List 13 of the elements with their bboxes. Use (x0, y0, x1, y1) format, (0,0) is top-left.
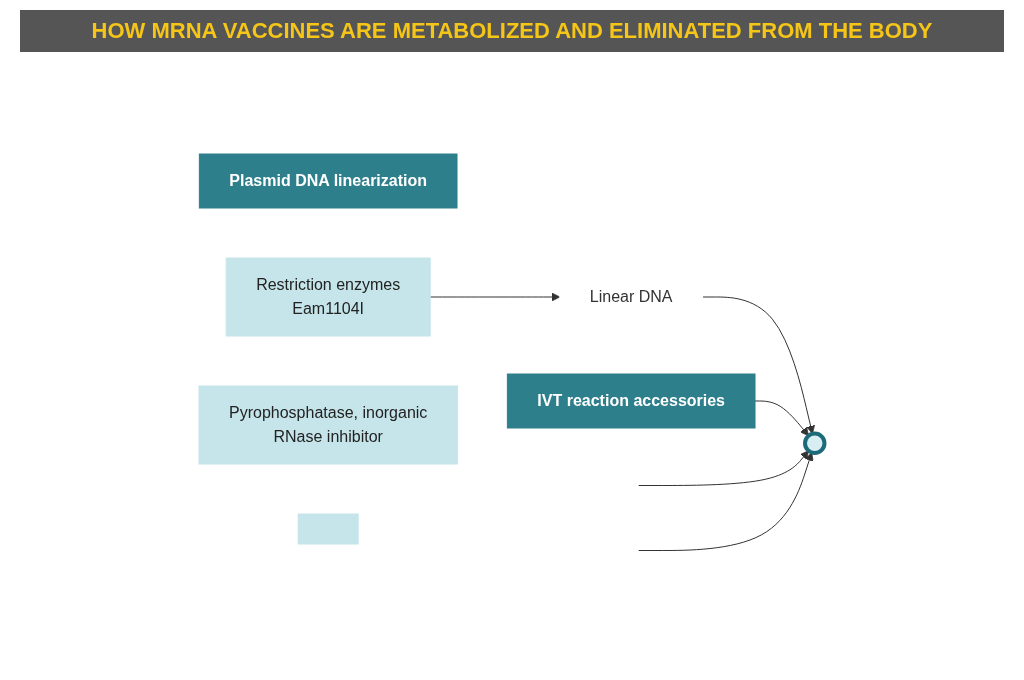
arrow (429, 292, 561, 302)
node-box: Plasmid DNA linearization (199, 153, 458, 209)
node-box: IVT reaction accessories (507, 373, 756, 429)
arrow (702, 296, 816, 435)
node-circle (803, 431, 827, 455)
node-box (297, 513, 359, 545)
arrow (638, 450, 810, 486)
arrow (754, 400, 810, 437)
node-box: Restriction enzymes Eam1104I (225, 257, 431, 337)
title: HOW MRNA VACCINES ARE METABOLIZED AND ELIMINATED FROM THE BODY (20, 10, 1004, 52)
arrow (638, 452, 814, 551)
node-box: Pyrophosphatase, inorganic RNase inhibitor (198, 385, 459, 465)
node-text: Linear DNA (590, 288, 673, 305)
